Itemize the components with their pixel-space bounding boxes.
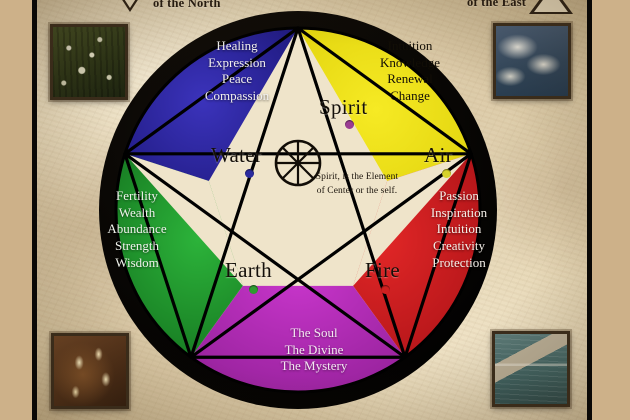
fire-keyword-3: Intuition	[436, 221, 482, 237]
spirit-bottom-keywords: The Soul The Divine The Mystery	[244, 325, 384, 375]
lit-candles-photo	[51, 333, 129, 409]
label-fire: Fire	[365, 258, 401, 282]
letterbox-right	[592, 0, 630, 420]
parchment-background: of the North of the East	[37, 0, 592, 420]
fire-keyword-2: Inspiration	[430, 204, 488, 220]
label-earth: Earth	[225, 258, 272, 282]
fire-keyword-1: Passion	[439, 188, 479, 203]
air-keyword-3: Renewal	[387, 71, 433, 87]
water-keyword-2: Expression	[208, 54, 266, 70]
label-water: Water	[211, 143, 263, 167]
green-foliage-photo	[50, 24, 128, 100]
water-keyword-4: Compassion	[204, 87, 270, 103]
air-keyword-4: Change	[390, 87, 430, 103]
fire-keyword-5: Protection	[432, 254, 486, 270]
earth-keyword-2: Wealth	[118, 204, 156, 220]
triangle-down-icon	[113, 0, 147, 12]
center-caption-line2: of Center or the self.	[316, 185, 398, 196]
water-keywords: Healing Expression Peace Compassion	[182, 38, 292, 105]
air-keyword-2: Knowledge	[380, 54, 440, 70]
center-caption-line1: Spirit, is the Element	[315, 172, 399, 182]
air-keyword-1: Intuition	[387, 38, 433, 53]
sea-pier-photo	[492, 331, 570, 407]
earth-keyword-1: Fertility	[116, 188, 158, 203]
earth-keyword-5: Wisdom	[115, 254, 159, 270]
sun-wheel-icon	[274, 139, 322, 187]
fire-dot-icon	[381, 285, 390, 294]
spirit-dot-icon	[345, 120, 354, 129]
label-spirit: Spirit	[319, 95, 368, 119]
fire-keywords: Passion Inspiration Intuition Creativity…	[399, 188, 519, 271]
earth-keyword-3: Abundance	[107, 221, 167, 237]
bottom-keyword-3: The Mystery	[280, 358, 348, 374]
header-right-text: of the East	[467, 0, 527, 9]
earth-keyword-4: Strength	[114, 237, 160, 253]
air-dot-icon	[442, 169, 451, 178]
water-keyword-3: Peace	[221, 71, 253, 87]
header-left-text: of the North	[153, 0, 221, 10]
pentacle-wheel	[93, 5, 503, 415]
bottom-keyword-1: The Soul	[290, 325, 338, 340]
triangle-up-icon	[529, 0, 573, 14]
frame-edge-right	[587, 0, 592, 420]
earth-dot-icon	[249, 285, 258, 294]
water-dot-icon	[245, 169, 254, 178]
center-caption: Spirit, is the Element of Center or the …	[282, 171, 432, 199]
clouds-sky-photo	[493, 23, 571, 99]
bottom-keyword-2: The Divine	[284, 341, 344, 357]
air-keywords: Intuition Knowledge Renewal Change	[355, 38, 465, 105]
label-air: Air	[424, 143, 453, 167]
fire-keyword-4: Creativity	[433, 237, 485, 253]
frame-edge-left	[32, 0, 37, 420]
letterbox-left	[0, 0, 32, 420]
water-keyword-1: Healing	[216, 38, 258, 53]
earth-keywords: Fertility Wealth Abundance Strength Wisd…	[82, 188, 192, 271]
